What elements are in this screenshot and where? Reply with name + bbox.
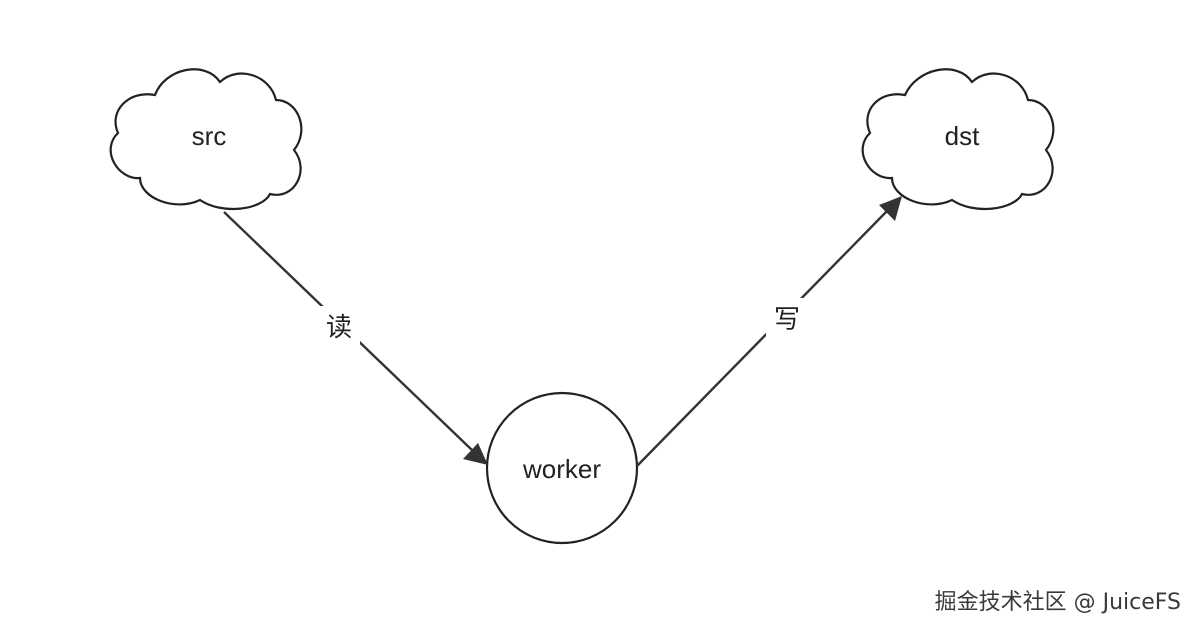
dst-label: dst xyxy=(945,121,980,151)
edge-read-label: 读 xyxy=(326,313,352,343)
dst-cloud-shape xyxy=(861,68,1055,211)
edge-write-label-bg xyxy=(766,298,808,338)
edge-read-label-bg xyxy=(318,306,360,346)
dst-cloud-node: dst xyxy=(861,68,1055,211)
edge-src-to-worker: 读 xyxy=(223,211,488,465)
edge-read-arrowhead xyxy=(463,443,488,465)
edge-write-arrowhead xyxy=(879,196,902,221)
edge-worker-to-dst: 写 xyxy=(636,196,902,467)
edge-write-label: 写 xyxy=(774,305,800,335)
worker-label: worker xyxy=(522,454,601,484)
src-cloud-shape xyxy=(109,68,303,211)
worker-circle xyxy=(485,391,639,545)
watermark-text: 掘金技术社区 @ JuiceFS xyxy=(935,590,1181,615)
worker-node: worker xyxy=(485,391,639,545)
edge-write-line xyxy=(636,209,889,467)
src-cloud-node: src xyxy=(109,68,303,211)
src-label: src xyxy=(192,121,227,151)
